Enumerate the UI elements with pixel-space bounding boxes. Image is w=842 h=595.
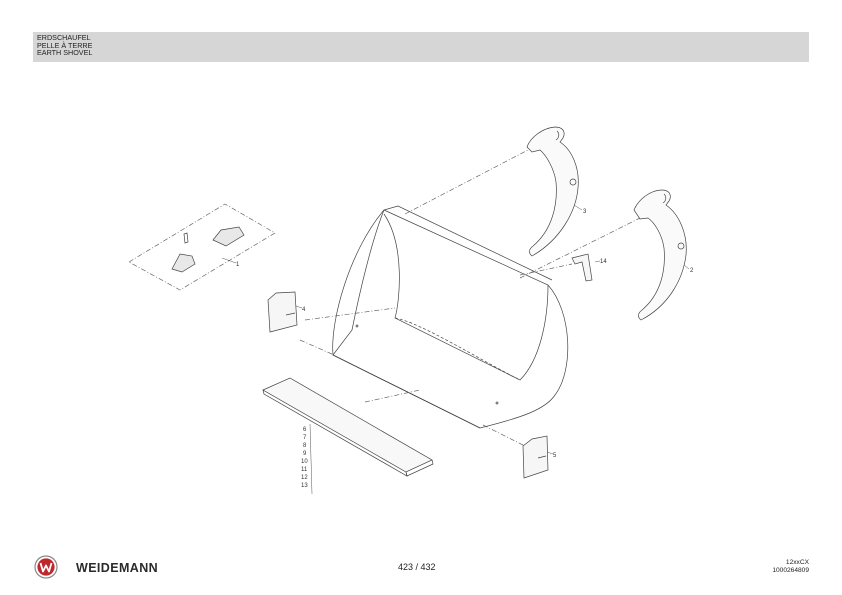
weidemann-logo-icon <box>34 555 58 579</box>
title-english: EARTH SHOVEL <box>37 48 93 58</box>
callout-9: 9 <box>303 451 307 457</box>
callout-6: 6 <box>303 427 307 433</box>
callout-13: 13 <box>301 483 308 489</box>
side-plate-right <box>522 435 549 479</box>
teeth-kit <box>128 203 276 291</box>
model-code: 12xxCX <box>785 559 809 566</box>
callout-1: 1 <box>236 262 240 268</box>
callout-10: 10 <box>301 459 308 465</box>
hook-right <box>633 189 687 321</box>
callout-2: 2 <box>690 268 694 274</box>
callout-11: 11 <box>301 467 308 473</box>
header-titles: ERDSCHAUFEL PELLE À TERRE EARTH SHOVEL <box>37 34 92 57</box>
page-number: 423 / 432 <box>398 562 436 572</box>
title-german: ERDSCHAUFEL <box>37 33 91 42</box>
leader-lines <box>221 204 690 495</box>
brand-name: WEIDEMANN <box>76 561 159 575</box>
callout-5: 5 <box>553 453 557 459</box>
side-plate-left <box>267 291 298 333</box>
bucket-body <box>332 205 569 429</box>
assembly-lines <box>299 149 641 448</box>
callout-4: 4 <box>302 307 306 313</box>
model-info: 12xxCX 1000264809 <box>772 559 809 574</box>
callout-3: 3 <box>583 209 587 215</box>
callout-14: 14 <box>600 259 607 265</box>
cutting-edge-blade <box>262 377 434 477</box>
callout-12: 12 <box>301 475 308 481</box>
page-header: ERDSCHAUFEL PELLE À TERRE EARTH SHOVEL <box>33 32 809 62</box>
document-number: 1000264809 <box>772 566 809 574</box>
callout-8: 8 <box>303 443 307 449</box>
callout-stack-cutting-edge: 6 7 8 9 10 11 12 13 <box>301 427 308 489</box>
small-bracket <box>571 253 593 282</box>
title-french: PELLE À TERRE <box>37 40 93 50</box>
callout-7: 7 <box>303 435 307 441</box>
hook-left <box>526 126 579 257</box>
